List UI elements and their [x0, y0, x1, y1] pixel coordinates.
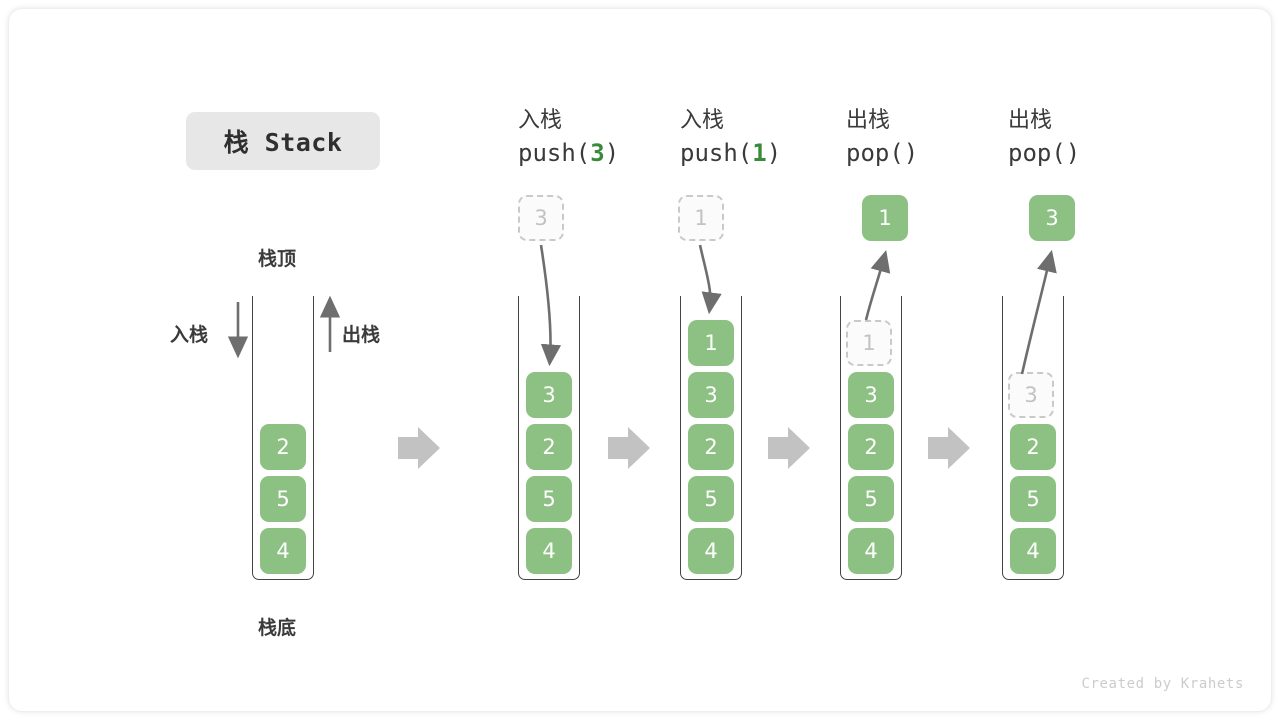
label-pop-left: 出栈	[342, 324, 381, 346]
stack-cell: 2	[1010, 424, 1056, 470]
stack-cell: 4	[526, 528, 572, 574]
label-push-left: 入栈	[170, 324, 209, 346]
stack-cell: 2	[260, 424, 306, 470]
column-header-pop-1: 出栈 pop()	[846, 106, 1046, 170]
column-header-cn: 出栈	[846, 108, 891, 133]
floating-ghost-cell: 3	[518, 195, 564, 241]
stack-cell: 3	[526, 372, 572, 418]
label-stack-bottom: 栈底	[258, 617, 297, 639]
column-header-code: pop()	[1008, 139, 1081, 167]
stack-cell: 5	[688, 476, 734, 522]
stack-cell: 2	[688, 424, 734, 470]
column-header-cn: 出栈	[1008, 108, 1053, 133]
stack-container-pop-3	[1002, 296, 1064, 580]
popped-value-cell: 3	[1029, 195, 1075, 241]
stack-cell: 5	[1010, 476, 1056, 522]
stack-cell: 5	[848, 476, 894, 522]
stack-cell: 3	[688, 372, 734, 418]
stack-container-push-1	[680, 296, 742, 580]
column-header-code: push(3)	[518, 139, 620, 167]
column-header-code: push(1)	[680, 139, 782, 167]
stack-cell: 5	[526, 476, 572, 522]
push-argument: 1	[752, 139, 767, 167]
push-argument: 3	[590, 139, 605, 167]
stack-cell: 1	[688, 320, 734, 366]
page-title: 栈 Stack	[223, 128, 343, 157]
column-header-code: pop()	[846, 139, 919, 167]
figure-title-badge: 栈 Stack	[186, 112, 380, 170]
popped-value-cell: 1	[862, 195, 908, 241]
stack-container-initial	[252, 296, 314, 580]
stack-cell: 2	[848, 424, 894, 470]
column-header-push-1: 入栈 push(1)	[680, 106, 880, 170]
column-header-pop-3: 出栈 pop()	[1008, 106, 1208, 170]
stack-cell: 2	[526, 424, 572, 470]
floating-ghost-cell: 1	[678, 195, 724, 241]
stack-ghost-cell: 3	[1008, 372, 1054, 418]
column-header-cn: 入栈	[518, 108, 563, 133]
footer-credit: Created by Krahets	[1081, 676, 1244, 692]
stack-cell: 4	[848, 528, 894, 574]
stack-cell: 4	[1010, 528, 1056, 574]
stack-ghost-cell: 1	[846, 320, 892, 366]
column-header-cn: 入栈	[680, 108, 725, 133]
stack-container-push-3	[518, 296, 580, 580]
stack-container-pop-1	[840, 296, 902, 580]
stack-cell: 4	[260, 528, 306, 574]
label-stack-top: 栈顶	[258, 248, 297, 270]
stack-cell: 3	[848, 372, 894, 418]
column-header-push-3: 入栈 push(3)	[518, 106, 718, 170]
stack-cell: 5	[260, 476, 306, 522]
stack-cell: 4	[688, 528, 734, 574]
